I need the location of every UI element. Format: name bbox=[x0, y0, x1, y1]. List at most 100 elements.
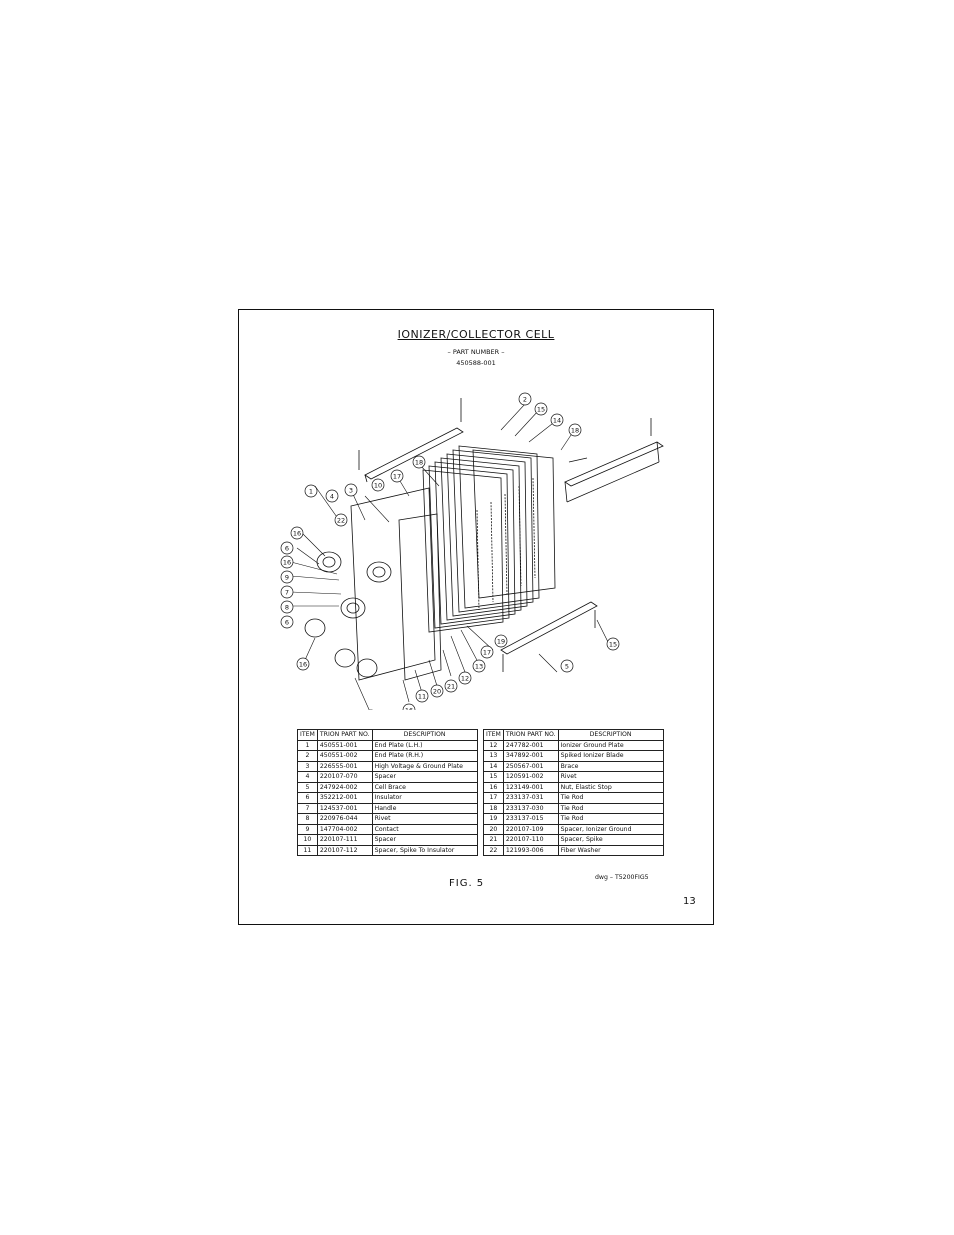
item-number: 15 bbox=[483, 771, 504, 783]
part-number: 121993-006 bbox=[502, 844, 559, 856]
svg-text:12: 12 bbox=[461, 675, 469, 683]
part-number: 352212-001 bbox=[316, 792, 373, 804]
callout-15: 15 bbox=[534, 402, 548, 416]
callout-8: 8 bbox=[280, 600, 294, 614]
callout-14: 14 bbox=[550, 413, 564, 427]
part-description: High Voltage & Ground Plate bbox=[371, 760, 478, 772]
item-number: 10 bbox=[297, 834, 318, 846]
part-number: 220976-044 bbox=[316, 813, 373, 825]
callout-19: 19 bbox=[494, 634, 508, 648]
part-number: 450551-002 bbox=[316, 750, 373, 762]
part-description: Fiber Washer bbox=[557, 844, 664, 856]
svg-text:6: 6 bbox=[285, 545, 289, 553]
callout-16e: 16 bbox=[402, 703, 416, 710]
svg-text:5: 5 bbox=[565, 663, 569, 671]
item-number: 18 bbox=[483, 802, 504, 814]
part-description: Insulator bbox=[371, 792, 478, 804]
callout-balloons: 2 15 14 18 18 17 10 1 3 4 22 16 6 16 9 7… bbox=[280, 392, 620, 710]
part-number: 220107-070 bbox=[316, 771, 373, 783]
part-description: End Plate (R.H.) bbox=[371, 750, 478, 762]
item-number: 20 bbox=[483, 823, 504, 835]
svg-text:16: 16 bbox=[299, 661, 307, 669]
svg-text:11: 11 bbox=[418, 693, 426, 701]
svg-text:1: 1 bbox=[309, 488, 313, 496]
part-description: Spiked Ionizer Blade bbox=[557, 750, 664, 762]
part-number: 220107-111 bbox=[316, 834, 373, 846]
insulator-assemblies bbox=[304, 551, 392, 678]
callout-21: 21 bbox=[444, 679, 458, 693]
ionizer-blades bbox=[476, 477, 536, 611]
end-plate-lh bbox=[350, 487, 436, 681]
callout-9: 9 bbox=[280, 570, 294, 584]
drawing-frame: IONIZER/COLLECTOR CELL – PART NUMBER – 4… bbox=[238, 309, 714, 925]
figure-label: FIG. 5 bbox=[449, 878, 485, 889]
part-number: 220107-112 bbox=[316, 844, 373, 856]
callout-12: 12 bbox=[458, 671, 472, 685]
svg-text:16: 16 bbox=[283, 559, 291, 567]
part-description: Contact bbox=[371, 823, 478, 835]
callout-10: 10 bbox=[371, 478, 385, 492]
item-number: 7 bbox=[297, 802, 318, 814]
part-description: Cell Brace bbox=[371, 781, 478, 793]
part-number: 220107-109 bbox=[502, 823, 559, 835]
callout-1: 1 bbox=[304, 484, 318, 498]
part-description: Spacer, Ionizer Ground bbox=[557, 823, 664, 835]
item-number: 6 bbox=[297, 792, 318, 804]
svg-text:2: 2 bbox=[523, 396, 527, 404]
callout-18b: 18 bbox=[412, 455, 426, 469]
drawing-number: dwg – T5200FIG5 bbox=[595, 874, 649, 881]
part-description: Rivet bbox=[557, 771, 664, 783]
part-description: Spacer bbox=[371, 771, 478, 783]
svg-text:17: 17 bbox=[393, 473, 401, 481]
svg-text:14: 14 bbox=[553, 417, 561, 425]
ground-plate bbox=[398, 513, 442, 681]
item-number: 8 bbox=[297, 813, 318, 825]
part-number: 220107-110 bbox=[502, 834, 559, 846]
col-part-no: TRION PART NO. bbox=[316, 729, 373, 741]
page-number: 13 bbox=[683, 896, 696, 907]
col-description: DESCRIPTION bbox=[557, 729, 664, 741]
callout-16a: 16 bbox=[290, 526, 304, 540]
item-number: 11 bbox=[297, 844, 318, 856]
part-number: 450551-001 bbox=[316, 739, 373, 751]
part-description: Handle bbox=[371, 802, 478, 814]
item-number: 2 bbox=[297, 750, 318, 762]
end-plate-rh bbox=[472, 449, 556, 599]
part-number: 124537-001 bbox=[316, 802, 373, 814]
part-number: 120591-002 bbox=[502, 771, 559, 783]
callout-6b: 6 bbox=[280, 615, 294, 629]
item-number: 21 bbox=[483, 834, 504, 846]
part-number: 147704-002 bbox=[316, 823, 373, 835]
callout-4: 4 bbox=[325, 489, 339, 503]
svg-text:4: 4 bbox=[330, 493, 334, 501]
svg-text:21: 21 bbox=[447, 683, 455, 691]
svg-text:10: 10 bbox=[374, 482, 382, 490]
part-number: 250567-001 bbox=[502, 760, 559, 772]
part-number: 233137-031 bbox=[502, 792, 559, 804]
item-number: 1 bbox=[297, 739, 318, 751]
item-number: 3 bbox=[297, 760, 318, 772]
svg-text:20: 20 bbox=[433, 688, 441, 696]
part-number: 226555-001 bbox=[316, 760, 373, 772]
col-item: ITEM bbox=[297, 729, 318, 741]
part-description: Brace bbox=[557, 760, 664, 772]
drawing-title: IONIZER/COLLECTOR CELL bbox=[397, 328, 555, 341]
svg-text:18: 18 bbox=[571, 427, 579, 435]
